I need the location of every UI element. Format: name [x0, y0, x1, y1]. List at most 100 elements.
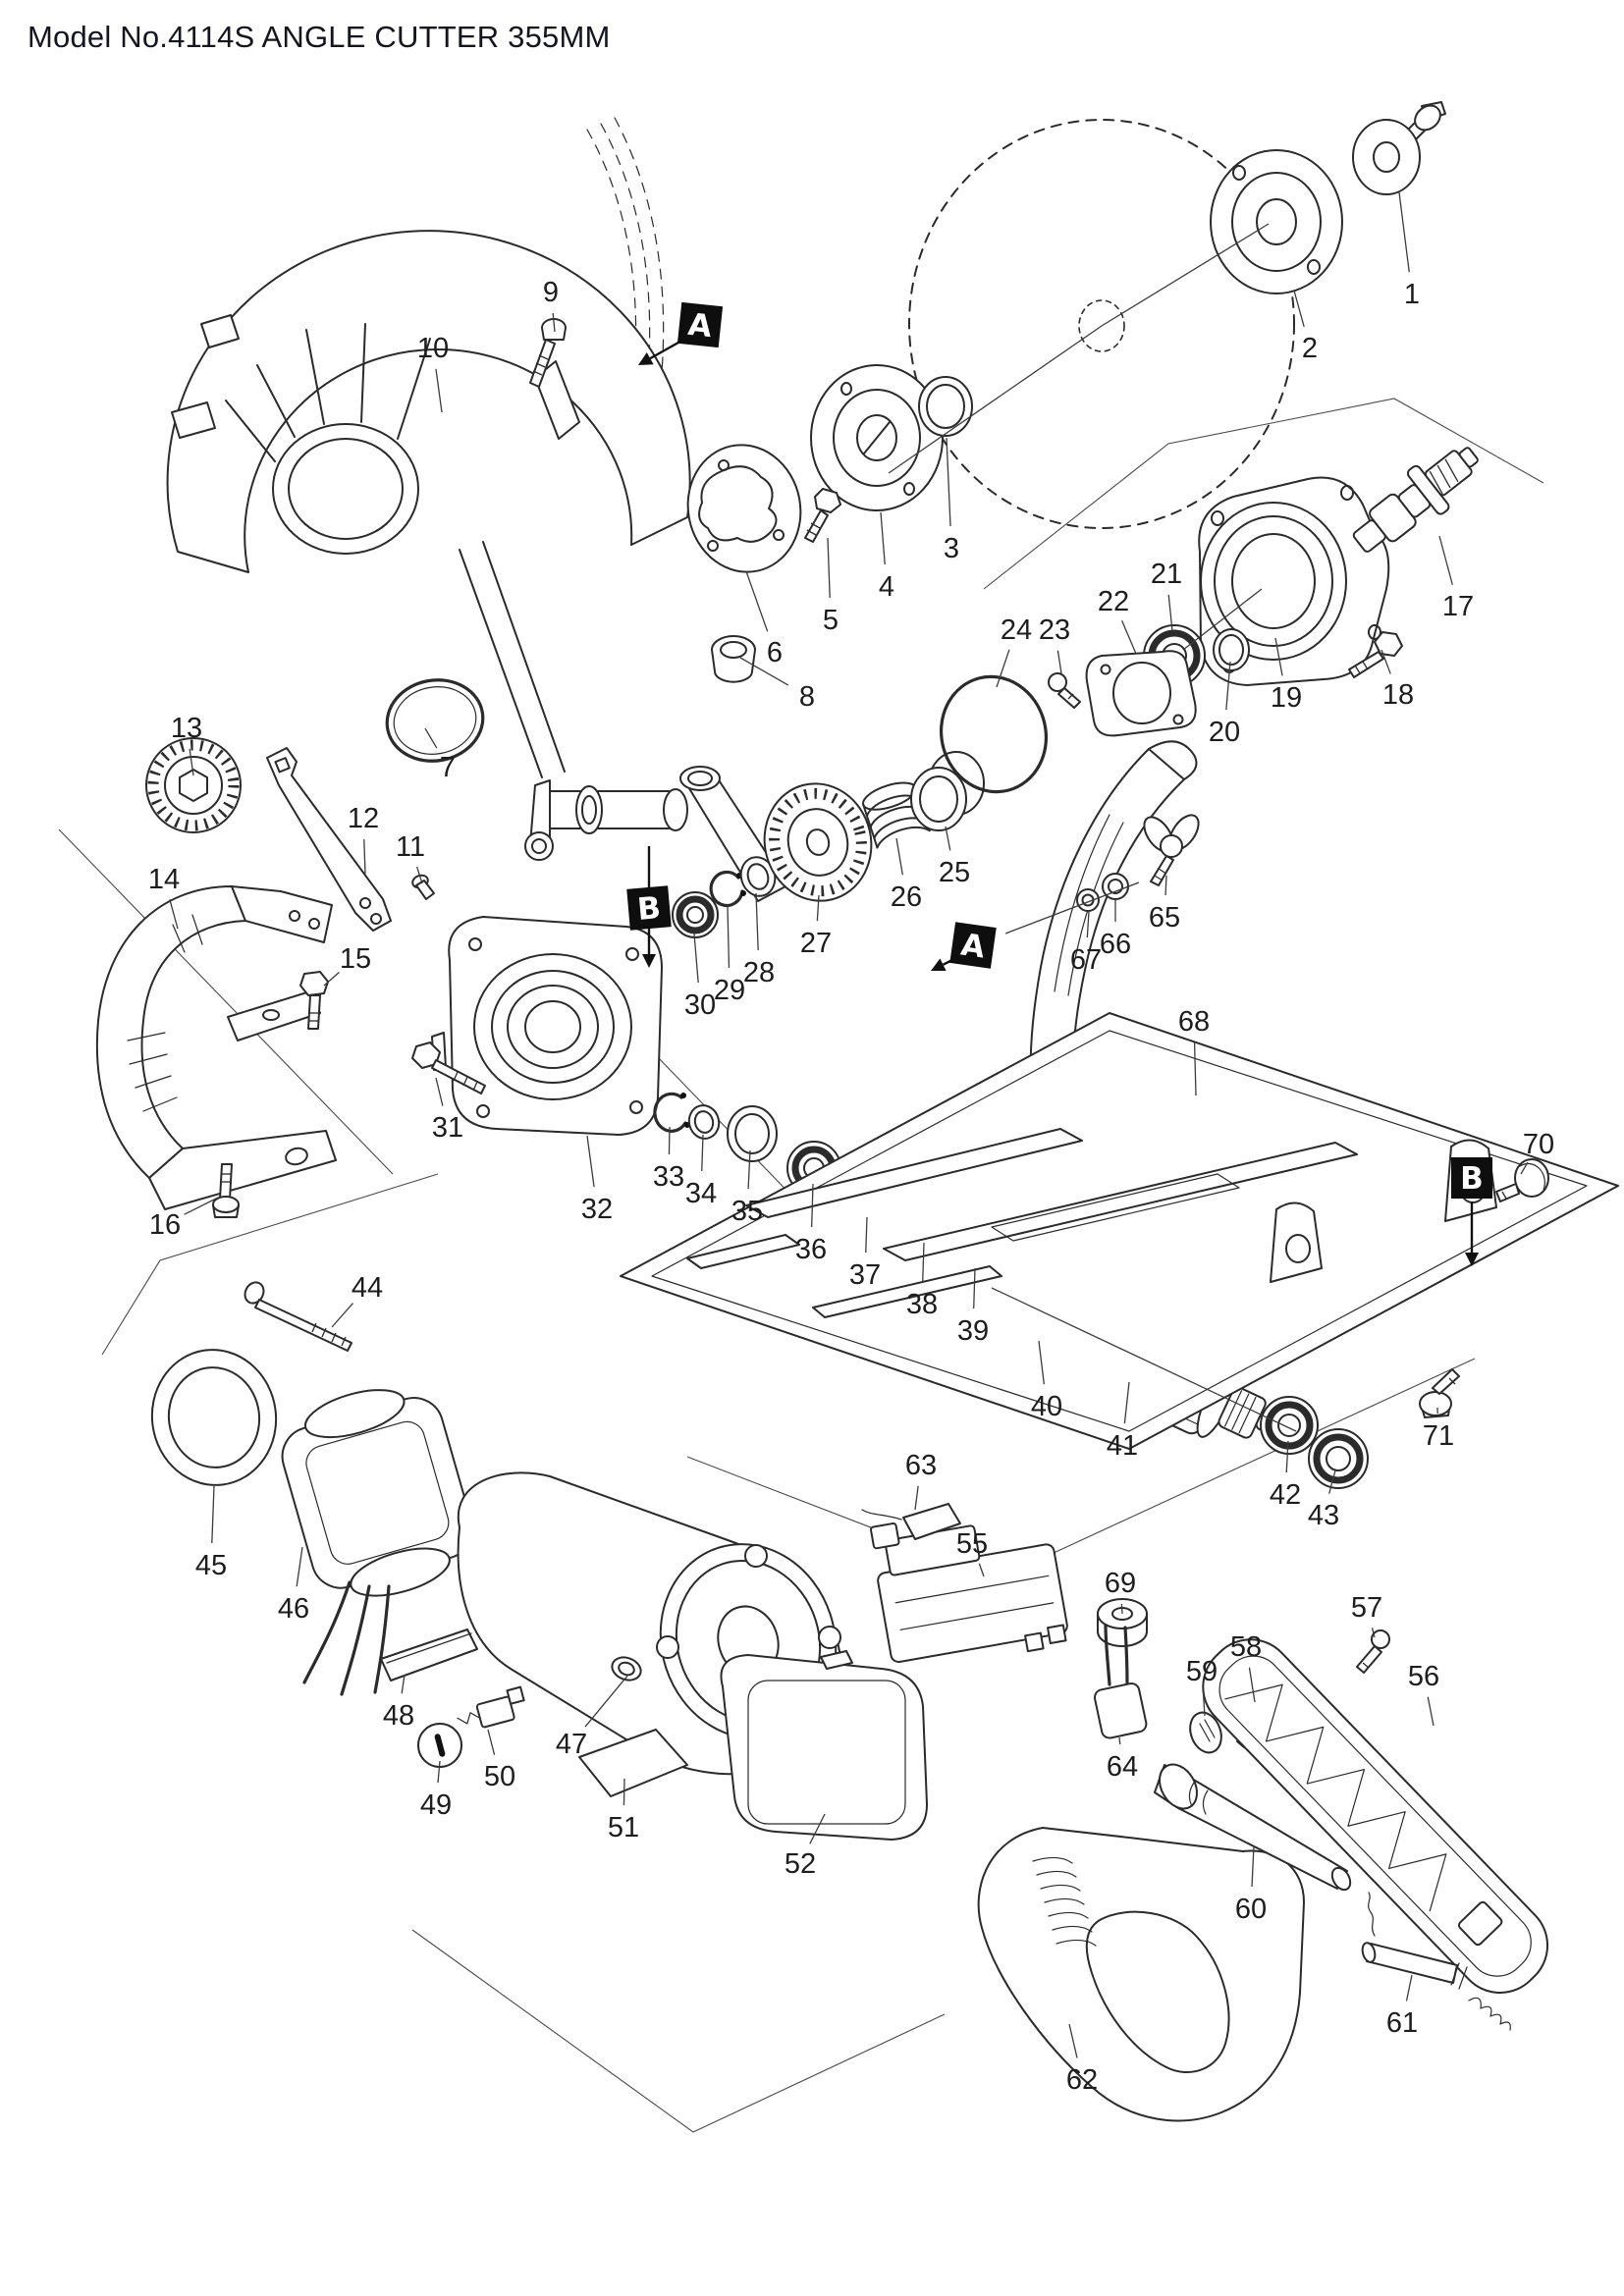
leader-line-57	[1371, 1628, 1376, 1638]
part-label-29: 29	[714, 975, 745, 1006]
part-30-bearing	[672, 891, 719, 938]
part-42-bearing	[1260, 1396, 1319, 1455]
part-57-screw	[1356, 1629, 1390, 1674]
leader-line-46	[296, 1546, 303, 1587]
cutoff-wheel-dashed	[908, 119, 1295, 529]
part-33-snap-ring	[653, 1092, 690, 1133]
part-62-rear-cover	[977, 1827, 1305, 2122]
part-label-5: 5	[823, 605, 839, 636]
part-51-insulation-sheet	[578, 1729, 688, 1797]
part-label-52: 52	[785, 1848, 816, 1880]
leader-line-33	[668, 1126, 671, 1155]
part-63-chip	[861, 1503, 961, 1540]
part-22-bearing-retainer	[1085, 650, 1197, 737]
marker-arrow-head	[638, 352, 654, 365]
part-label-15: 15	[340, 943, 371, 975]
part-13-knob	[145, 737, 242, 833]
reference-lines	[888, 223, 1297, 1432]
marker-arrow-head	[642, 954, 656, 968]
leader-line-37	[865, 1216, 868, 1254]
part-label-66: 66	[1100, 929, 1131, 960]
part-66-washer	[1102, 873, 1129, 900]
part-label-16: 16	[149, 1209, 181, 1241]
leader-line-30	[693, 933, 699, 984]
part-label-56: 56	[1408, 1661, 1439, 1692]
part-label-2: 2	[1302, 333, 1318, 364]
leader-line-20	[1225, 661, 1231, 711]
leader-line-26	[895, 837, 903, 876]
part-15-bolt	[299, 971, 329, 1030]
leader-line-64	[1118, 1736, 1121, 1745]
part-52-motor-cover	[720, 1650, 928, 1841]
part-label-20: 20	[1209, 717, 1240, 748]
part-34-ring	[687, 1104, 721, 1140]
part-label-32: 32	[581, 1194, 613, 1225]
part-label-59: 59	[1186, 1656, 1218, 1687]
reference-line	[1182, 588, 1263, 651]
part-label-37: 37	[849, 1259, 881, 1291]
leader-line-8	[739, 657, 789, 686]
leader-line-24	[996, 649, 1010, 688]
part-4-inner-flange	[810, 364, 944, 511]
part-label-64: 64	[1107, 1751, 1138, 1783]
part-label-30: 30	[684, 989, 716, 1021]
pivot-shaft-assembly	[524, 779, 688, 861]
leader-line-22	[1121, 619, 1137, 655]
part-label-13: 13	[171, 713, 202, 744]
part-32-gear-housing-cover	[431, 916, 663, 1136]
leader-line-62	[1068, 2023, 1078, 2058]
part-label-68: 68	[1178, 1006, 1210, 1038]
part-45-ring	[150, 1349, 278, 1486]
part-label-61: 61	[1386, 2007, 1418, 2039]
reference-line	[991, 1287, 1297, 1432]
leader-line-16	[184, 1197, 219, 1215]
part-label-65: 65	[1149, 902, 1180, 934]
leader-line-58	[1248, 1667, 1256, 1703]
detail-marker-b-3: B	[1451, 1157, 1492, 1266]
part-label-8: 8	[799, 681, 815, 713]
part-6-lock-plate	[686, 444, 802, 573]
part-67-washer	[1076, 888, 1100, 912]
leader-line-28	[755, 892, 759, 951]
part-label-34: 34	[685, 1178, 717, 1209]
leader-line-23	[1056, 650, 1062, 674]
part-55-switch	[870, 1522, 1068, 1664]
part-label-9: 9	[543, 277, 559, 308]
part-label-67: 67	[1070, 944, 1102, 976]
leader-line-55	[978, 1563, 985, 1577]
part-9-bolt	[529, 318, 567, 388]
leader-line-6	[745, 570, 769, 632]
leader-line-60	[1251, 1844, 1255, 1888]
part-17-spindle	[1352, 447, 1479, 553]
leader-line-4	[880, 511, 886, 565]
leader-line-18	[1380, 649, 1391, 674]
leader-line-14	[169, 899, 179, 930]
part-label-46: 46	[278, 1593, 309, 1625]
part-label-24: 24	[1001, 614, 1032, 646]
part-23-screw	[1048, 672, 1081, 709]
part-label-31: 31	[432, 1112, 463, 1144]
leader-line-51	[623, 1778, 625, 1806]
leader-line-69	[1120, 1603, 1123, 1615]
marker-box	[677, 301, 724, 348]
marker-letter: B	[636, 890, 663, 928]
part-label-22: 22	[1098, 586, 1129, 617]
part-label-25: 25	[939, 857, 970, 888]
leader-line-32	[586, 1135, 595, 1188]
part-label-43: 43	[1308, 1500, 1339, 1531]
marker-letter: A	[958, 927, 987, 965]
part-label-55: 55	[956, 1528, 988, 1560]
part-16-bolt	[212, 1163, 240, 1218]
part-label-51: 51	[608, 1812, 639, 1843]
part-61-sleeve	[1361, 1892, 1468, 1990]
marker-arrow-head	[931, 958, 947, 971]
part-labels: 1234567891011121314151617181920212223242…	[148, 277, 1554, 2096]
part-35-ring	[727, 1105, 778, 1162]
leader-line-68	[1193, 1041, 1197, 1096]
leader-line-41	[1123, 1381, 1130, 1424]
leader-line-44	[331, 1303, 353, 1328]
part-24-o-ring	[939, 674, 1049, 794]
